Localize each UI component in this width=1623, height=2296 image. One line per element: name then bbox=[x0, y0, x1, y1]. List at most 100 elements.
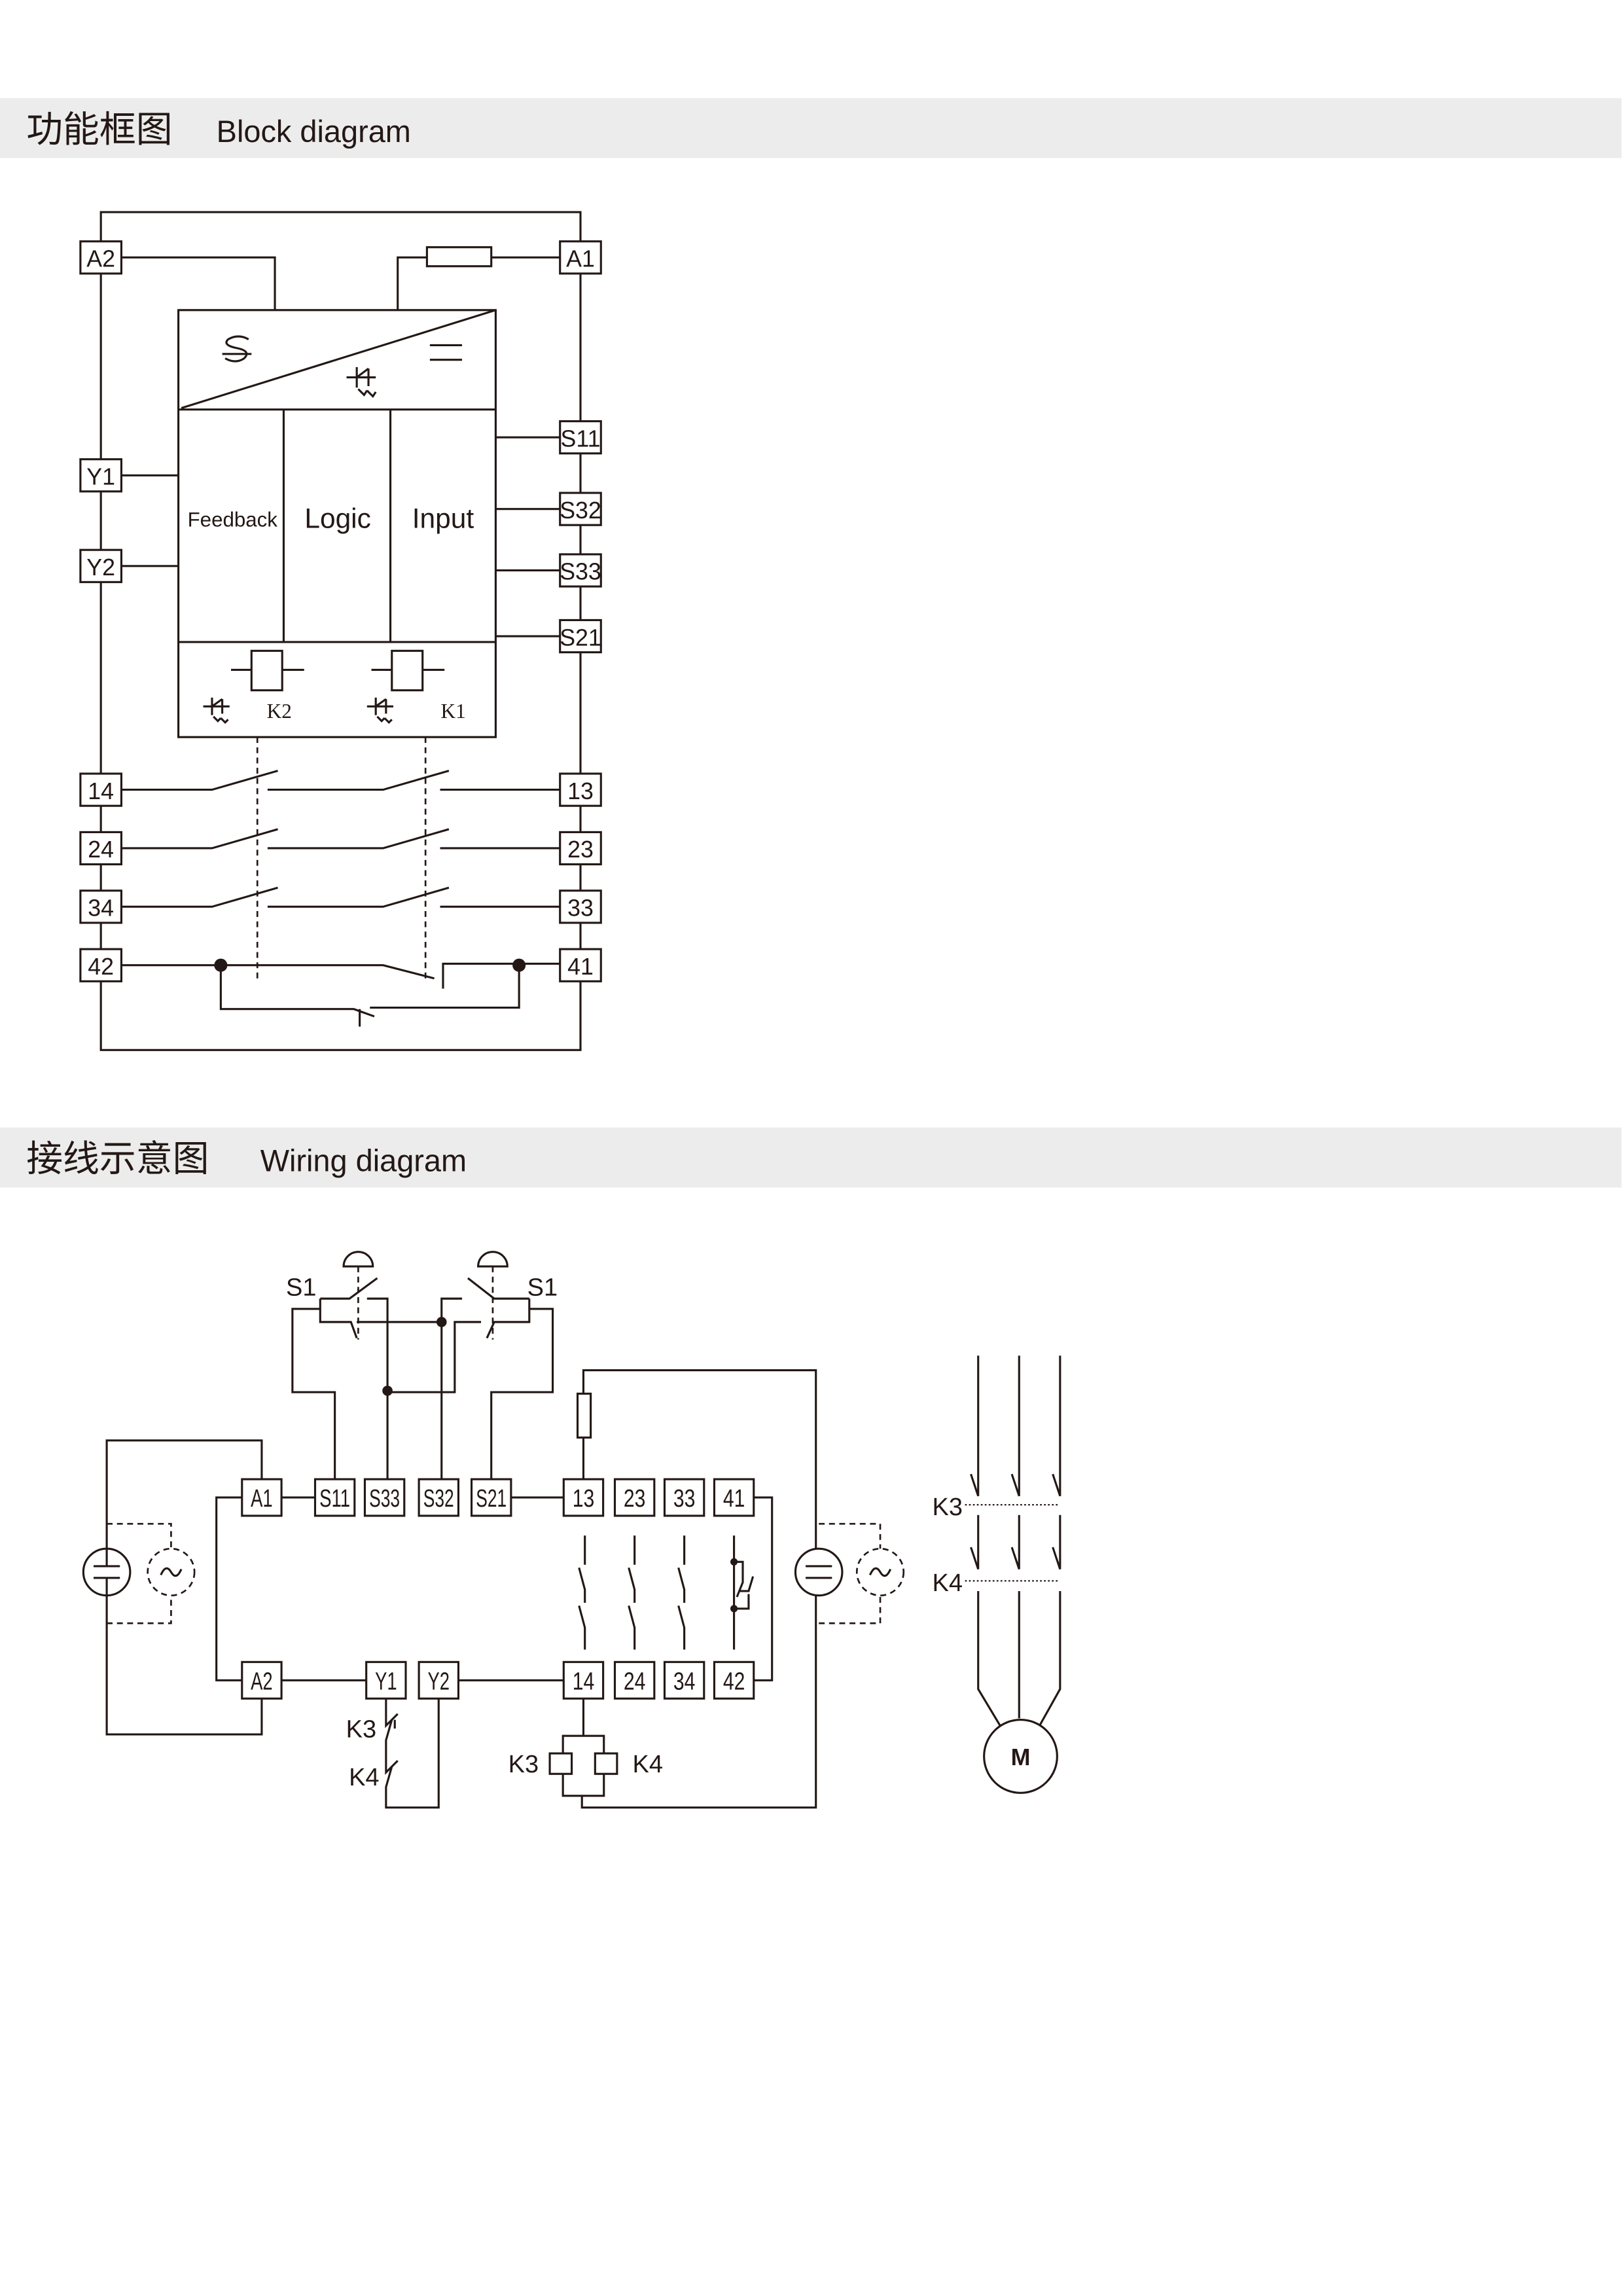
terminal: A2 bbox=[241, 1660, 283, 1700]
relay-coil-k1-icon bbox=[391, 649, 424, 692]
terminal-box bbox=[418, 1660, 459, 1700]
terminal-wires bbox=[121, 436, 560, 637]
terminal-box bbox=[79, 240, 123, 275]
terminal-box bbox=[559, 948, 602, 982]
terminal: 24 bbox=[613, 1660, 656, 1700]
terminal-box bbox=[365, 1660, 407, 1700]
terminal-label: A2 bbox=[86, 246, 115, 272]
fuse-icon bbox=[425, 246, 493, 268]
terminal-label: 14 bbox=[573, 1668, 595, 1695]
relay-module-box bbox=[177, 309, 497, 738]
coil-k4-icon bbox=[594, 1752, 618, 1775]
relay-label-k1: K1 bbox=[441, 700, 466, 723]
semiconductor-icon bbox=[203, 697, 230, 725]
terminal-box bbox=[663, 1660, 705, 1700]
terminal-label: Y2 bbox=[86, 554, 115, 581]
terminal: 23 bbox=[613, 1478, 656, 1517]
terminal: S32 bbox=[418, 1478, 459, 1517]
terminal-label: A1 bbox=[566, 246, 595, 272]
terminal-label: S33 bbox=[560, 559, 601, 585]
terminal-label: Y1 bbox=[375, 1668, 397, 1695]
terminal: 41 bbox=[559, 948, 602, 982]
terminal: S11 bbox=[559, 420, 602, 455]
bus-wires bbox=[282, 1496, 774, 1681]
terminal: 13 bbox=[559, 772, 602, 807]
terminal-label: 41 bbox=[567, 954, 594, 980]
terminal-label: Y2 bbox=[428, 1668, 450, 1695]
terminal: 13 bbox=[562, 1478, 605, 1517]
motor-contact-label-k3: K3 bbox=[933, 1494, 963, 1521]
terminal-box bbox=[559, 619, 602, 654]
terminal-box bbox=[363, 1478, 406, 1517]
semiconductor-icon bbox=[366, 697, 394, 725]
terminal-label: 41 bbox=[723, 1485, 745, 1513]
terminal: 34 bbox=[663, 1660, 705, 1700]
junction-dot bbox=[436, 1317, 447, 1327]
terminal: Y2 bbox=[79, 548, 123, 583]
coil-label-k4: K4 bbox=[633, 1751, 663, 1778]
terminal: A2 bbox=[79, 240, 123, 275]
semiconductor-icon bbox=[346, 367, 377, 399]
terminal-label: 14 bbox=[88, 778, 114, 804]
terminal-label: S33 bbox=[369, 1485, 400, 1513]
relay-label-k2: K2 bbox=[267, 700, 292, 723]
terminal-label: 24 bbox=[88, 836, 114, 863]
junction-dot bbox=[382, 1386, 393, 1396]
terminal-box bbox=[562, 1478, 605, 1517]
terminal-label: 34 bbox=[673, 1668, 696, 1695]
terminal: S32 bbox=[559, 492, 602, 526]
supply-wires bbox=[121, 256, 560, 310]
terminal-box bbox=[613, 1478, 656, 1517]
motor-label: M bbox=[1011, 1744, 1031, 1770]
module-dividers bbox=[178, 309, 496, 643]
junction-dot bbox=[214, 958, 228, 972]
terminal-label: 23 bbox=[567, 836, 594, 863]
terminal: Y1 bbox=[365, 1660, 407, 1700]
terminal-box bbox=[79, 889, 123, 924]
terminal-box bbox=[559, 831, 602, 866]
terminal: Y2 bbox=[418, 1660, 459, 1700]
terminal: 42 bbox=[79, 948, 123, 982]
emergency-stop-switch-right bbox=[387, 1251, 554, 1480]
terminal-label: 34 bbox=[88, 895, 114, 922]
terminal: S33 bbox=[363, 1478, 406, 1517]
terminal-label: S11 bbox=[319, 1485, 350, 1513]
motor-power-lines bbox=[970, 1355, 1061, 1727]
terminal-box bbox=[663, 1478, 705, 1517]
terminal-row-top: A1 S11 S33 S32 S21 13 23 33 41 bbox=[241, 1478, 755, 1517]
supply-wires-left bbox=[105, 1439, 263, 1736]
switch-label-left: S1 bbox=[286, 1274, 316, 1302]
terminal-label: 13 bbox=[573, 1485, 595, 1513]
terminal: S11 bbox=[313, 1478, 356, 1517]
terminal: S21 bbox=[470, 1478, 512, 1517]
terminal-box bbox=[79, 458, 123, 493]
terminal-label: S32 bbox=[560, 497, 601, 524]
terminal-box bbox=[559, 492, 602, 526]
terminal-label: S21 bbox=[476, 1485, 507, 1513]
section-input: Input bbox=[412, 503, 474, 534]
terminal: Y1 bbox=[79, 458, 123, 493]
terminal: S21 bbox=[559, 619, 602, 654]
power-supply-icon bbox=[222, 335, 463, 363]
terminal-box bbox=[559, 889, 602, 924]
mushroom-button-icon bbox=[477, 1251, 508, 1268]
motor-icon bbox=[983, 1719, 1058, 1794]
terminal: 41 bbox=[713, 1478, 755, 1517]
terminal: S33 bbox=[559, 553, 602, 588]
terminal-label: Y1 bbox=[86, 463, 115, 490]
relay-output-contacts bbox=[578, 1535, 755, 1650]
terminal-label: S21 bbox=[560, 624, 601, 651]
terminal-box bbox=[559, 240, 602, 275]
relay-coil-k2-icon bbox=[250, 649, 283, 692]
terminal-label: 33 bbox=[673, 1485, 696, 1513]
terminal-box bbox=[559, 772, 602, 807]
terminal-label: 13 bbox=[567, 778, 594, 804]
section-feedback: Feedback bbox=[188, 508, 278, 531]
terminal-box bbox=[79, 948, 123, 982]
terminal-box bbox=[713, 1660, 755, 1700]
terminal-label: A1 bbox=[251, 1485, 273, 1513]
section-header-block: 功能框图 Block diagram bbox=[0, 98, 1622, 158]
section-title-cn: 接线示意图 bbox=[26, 1138, 209, 1181]
